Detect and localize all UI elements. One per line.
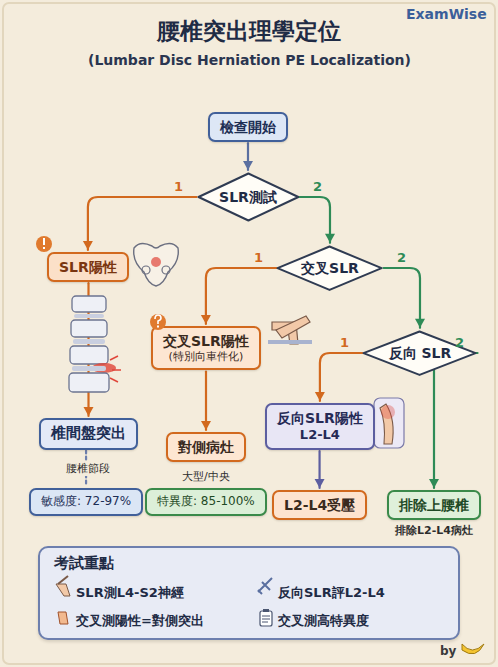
diagnosis-box: 排除上腰椎 — [387, 490, 481, 520]
node-text: 交叉SLR陽性 — [163, 332, 249, 350]
node-text: 反向SLR陽性 — [277, 409, 363, 427]
node-text: 反向 SLR — [389, 344, 452, 362]
node-text: 對側病灶 — [178, 438, 234, 456]
credit-text: by — [440, 644, 456, 658]
flow-connector — [318, 451, 320, 488]
flow-connector — [320, 353, 363, 401]
banana-icon — [462, 644, 484, 654]
note-label: 腰椎節段 — [63, 461, 113, 476]
branch-number: 2 — [397, 250, 406, 265]
branch-number: 1 — [340, 335, 349, 350]
stat-box: 敏感度: 72-97% — [29, 488, 143, 516]
flow-connector — [206, 268, 277, 324]
spine-illustration — [69, 296, 121, 392]
prone-leg-illustration — [374, 398, 404, 448]
diagnosis-box: L2-L4受壓 — [272, 490, 367, 520]
start-box: 檢查開始 — [208, 112, 288, 142]
slr-icon — [56, 576, 70, 596]
decision-diamond: 交叉SLR — [276, 245, 383, 291]
node-text: 檢查開始 — [220, 118, 276, 136]
subtitle-text: (Lumbar Disc Herniation PE Localization) — [88, 52, 411, 68]
diamond-shape — [364, 331, 476, 374]
note-label: 大型/中央 — [182, 469, 230, 484]
warning-badge — [36, 236, 52, 252]
branch-number: 1 — [254, 250, 263, 265]
node-text: 排除上腰椎 — [399, 496, 469, 514]
branch-number: 2 — [313, 179, 322, 194]
flow-connector — [299, 197, 330, 243]
diagnosis-box: 對側病灶 — [166, 432, 246, 462]
key-points-panel: 考試重點 SLR測L4-S2神經 反向SLR評L2-L4 交叉測陽性=對側突出 交叉測高… — [38, 546, 460, 640]
branch-number: 2 — [455, 335, 464, 350]
flow-connector — [384, 268, 420, 328]
node-subtext: 反向SLR評L2-L4 — [278, 584, 385, 602]
result-box: 反向SLR陽性L2-L4 — [265, 403, 375, 450]
node-text: 考試重點 — [54, 554, 114, 573]
flow-connector — [88, 197, 197, 250]
node-text: 交叉SLR — [301, 259, 359, 277]
crossed-slr-icon — [58, 612, 68, 624]
decision-diamond: SLR測試 — [197, 172, 300, 222]
pelvis-illustration — [134, 243, 179, 286]
node-text: L2-L4受壓 — [284, 496, 355, 514]
node-text: 特異度: 85-100% — [157, 494, 255, 510]
node-text: 椎間盤突出 — [51, 424, 126, 444]
reverse-slr-icon — [258, 578, 272, 594]
branch-number: 1 — [174, 179, 183, 194]
page-border — [3, 3, 495, 664]
clipboard-icon — [260, 609, 272, 626]
node-subtext: (特別向車件化) — [163, 350, 249, 364]
diamond-shape — [198, 174, 298, 221]
node-subtext: L2-L4 — [277, 427, 363, 444]
node-text: SLR測試 — [219, 188, 277, 206]
node-subtext: 交叉測陽性=對側突出 — [76, 612, 204, 630]
result-box: 交叉SLR陽性(特別向車件化) — [151, 326, 261, 370]
legs-illustration — [268, 316, 312, 344]
stat-box: 特異度: 85-100% — [145, 488, 267, 516]
node-text: 敏感度: 72-97% — [41, 494, 131, 510]
brand-text: ExamWise — [406, 6, 487, 22]
flow-connector — [205, 371, 207, 430]
node-subtext: 交叉測高特異度 — [278, 612, 369, 630]
flow-connector — [434, 353, 478, 488]
diamond-shape — [278, 246, 382, 289]
diagnosis-box: 椎間盤突出 — [39, 418, 138, 450]
node-text: SLR陽性 — [59, 258, 117, 276]
note-label: 排除L2-L4病灶 — [395, 523, 473, 538]
flow-connector — [247, 143, 249, 170]
node-subtext: SLR測L4-S2神經 — [76, 584, 184, 602]
result-box: SLR陽性 — [47, 252, 129, 282]
question-badge — [150, 314, 166, 330]
